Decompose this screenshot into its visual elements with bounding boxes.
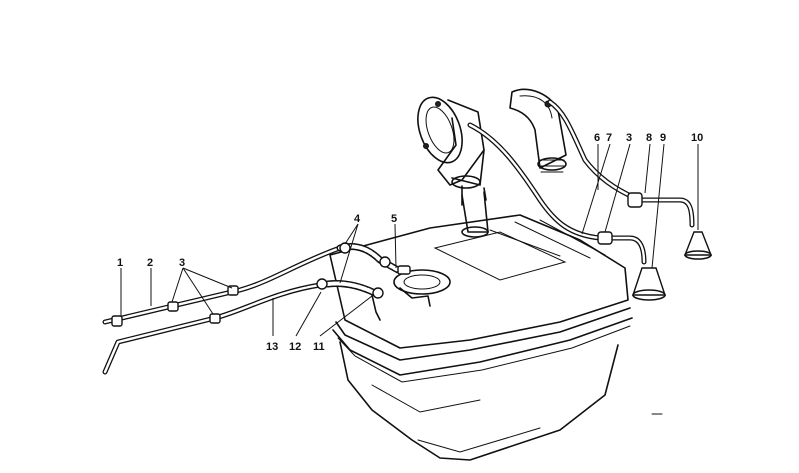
callout-9: 9 <box>660 132 666 144</box>
callout-labels: 1 2 3 4 5 6 7 3 8 9 10 11 12 13 <box>117 132 703 353</box>
callout-4: 4 <box>354 213 361 225</box>
callout-13: 13 <box>266 341 278 353</box>
callout-8: 8 <box>646 132 652 144</box>
callout-11: 11 <box>313 341 325 353</box>
hoses <box>316 242 431 321</box>
callout-3-left: 3 <box>179 257 185 269</box>
fuel-tank <box>329 191 633 461</box>
filler-neck <box>417 96 487 206</box>
callout-5: 5 <box>391 213 397 225</box>
fuel-lines-left <box>102 245 343 375</box>
callout-1: 1 <box>117 257 123 269</box>
callout-10: 10 <box>691 132 703 144</box>
vent-lines <box>467 99 713 301</box>
callout-2: 2 <box>147 257 153 269</box>
callout-7: 7 <box>606 132 612 144</box>
callout-6: 6 <box>594 132 600 144</box>
callout-3-right: 3 <box>626 132 632 144</box>
filler-elbow <box>509 88 567 173</box>
leader-lines <box>120 143 699 337</box>
callout-12: 12 <box>289 341 301 353</box>
